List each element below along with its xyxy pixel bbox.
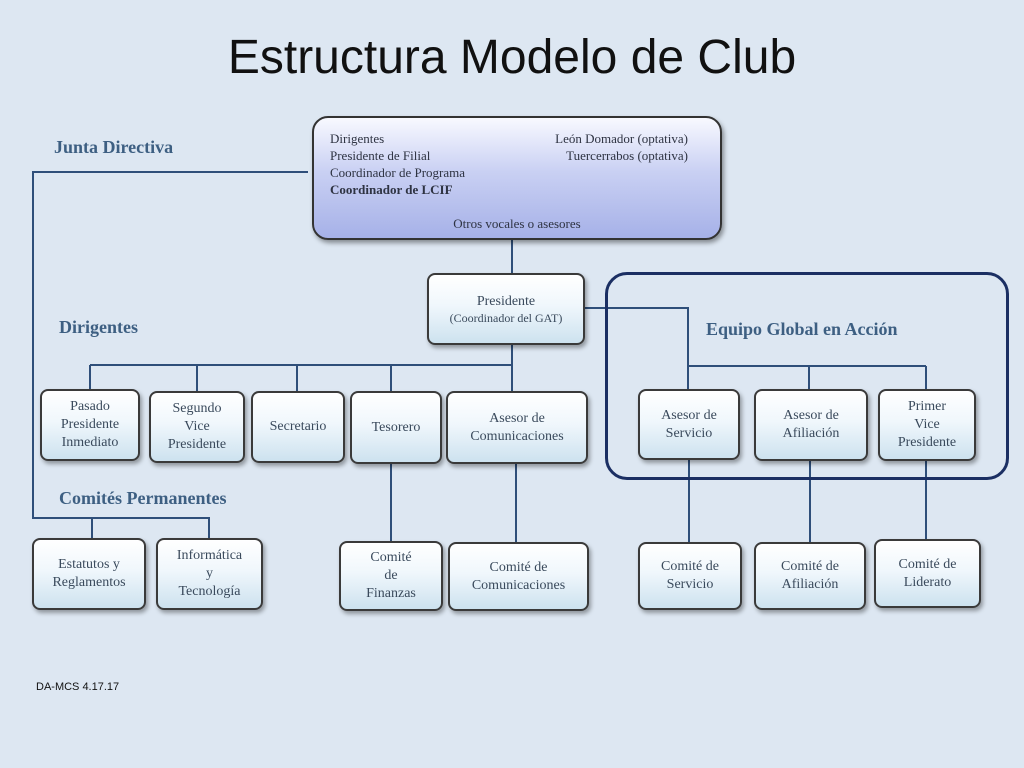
box-asesor-comunicaciones: Asesor de Comunicaciones — [446, 391, 588, 464]
section-junta-directiva: Junta Directiva — [54, 137, 174, 157]
page-title: Estructura Modelo de Club — [227, 31, 797, 84]
section-dirigentes: Dirigentes — [59, 317, 138, 337]
box-estatutos-reglamentos: Estatutos y Reglamentos — [32, 538, 146, 610]
box-comite-servicio: Comité de Servicio — [638, 542, 742, 610]
box-comite-liderato: Comité de Liderato — [874, 539, 981, 608]
presidente-label: Presidente — [476, 293, 536, 309]
box-comite-comunicaciones: Comité de Comunicaciones — [448, 542, 589, 611]
junta-line-coordinador-lcif: Coordinador de LCIF — [330, 182, 453, 197]
connector-presidente-gat — [585, 307, 689, 389]
box-asesor-servicio: Asesor de Servicio — [638, 389, 740, 460]
box-comite-afiliacion: Comité de Afiliación — [754, 542, 866, 610]
junta-line-otros-vocales: Otros vocales o asesores — [453, 216, 581, 231]
box-tesorero: Tesorero — [350, 391, 442, 464]
equipo-global-frame — [605, 272, 1009, 480]
junta-line-tuercerrabos: Tuercerrabos (optativa) — [566, 148, 688, 163]
junta-line-dirigentes: Dirigentes — [330, 131, 385, 146]
box-segundo-vice-presidente: Segundo Vice Presidente — [149, 391, 245, 463]
connector-junta-bracket — [32, 171, 308, 538]
document-code: DA-MCS 4.17.17 — [36, 681, 120, 693]
box-primer-vice-presidente: Primer Vice Presidente — [878, 389, 976, 461]
presidente-sub: (Coordinador del GAT) — [449, 310, 563, 325]
presidente-box: Presidente (Coordinador del GAT) — [427, 273, 585, 345]
box-secretario: Secretario — [251, 391, 345, 463]
section-equipo-global: Equipo Global en Acción — [706, 319, 898, 339]
junta-line-leon-domador: León Domador (optativa) — [555, 131, 688, 146]
section-comites-permanentes: Comités Permanentes — [59, 488, 227, 508]
box-pasado-presidente: Pasado Presidente Inmediato — [40, 389, 140, 461]
box-comite-finanzas: Comité de Finanzas — [339, 541, 443, 611]
junta-directiva-box: Dirigentes Presidente de Filial Coordina… — [312, 116, 722, 240]
box-informatica-tecnologia: Informática y Tecnología — [156, 538, 263, 610]
junta-line-coordinador-programa: Coordinador de Programa — [330, 165, 466, 180]
box-asesor-afiliacion: Asesor de Afiliación — [754, 389, 868, 461]
junta-line-presidente-filial: Presidente de Filial — [330, 148, 431, 163]
